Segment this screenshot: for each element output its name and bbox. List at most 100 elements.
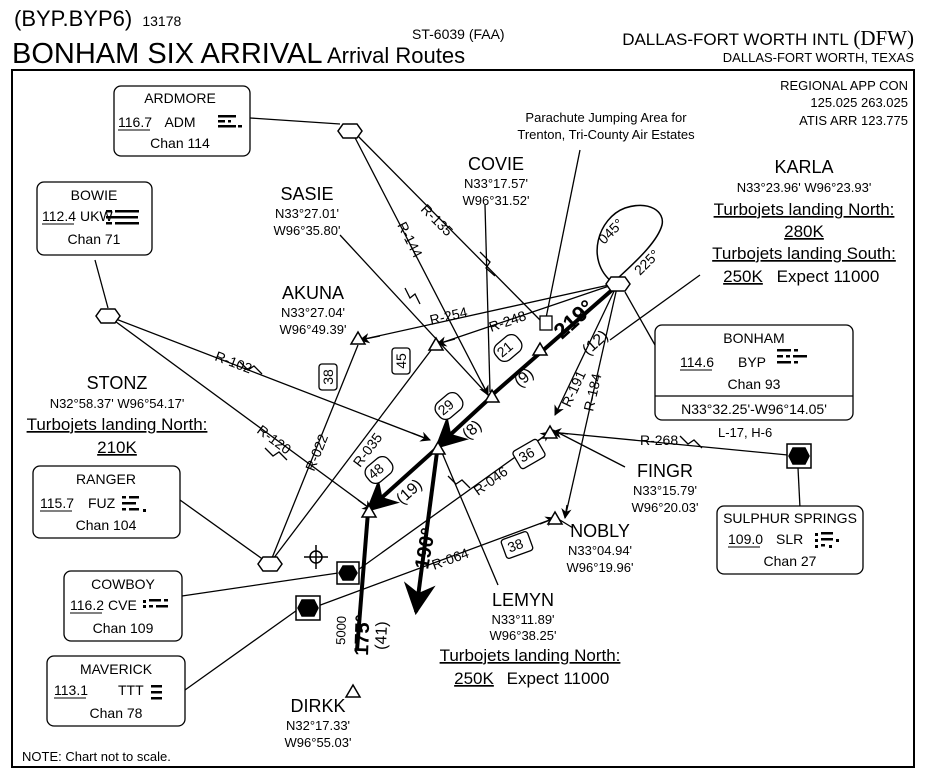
karla-tj-south: Turbojets landing South: (712, 244, 896, 263)
ardmore-freq: 116.7 (118, 114, 152, 130)
fix-sasie-triangle (427, 336, 445, 351)
mea-38a: 38 (320, 369, 336, 385)
cowboy-freq: 116.2 (70, 597, 104, 613)
main-route (355, 288, 614, 651)
line-bowie-box (94, 259, 109, 309)
ranger-name: RANGER (76, 471, 136, 487)
vor-fuz-icon (257, 556, 283, 572)
mea-45: 45 (393, 353, 409, 369)
fix-karla-triangle (483, 388, 501, 403)
chart-id: ST-6039 (FAA) (412, 26, 505, 42)
vor-ukw-icon (95, 308, 121, 324)
stonz-tj-north: Turbojets landing North: (27, 415, 208, 434)
mea-text: 21 29 48 38 45 36 38 (320, 338, 537, 556)
nobly-name: NOBLY (570, 521, 630, 541)
parachute-line1: Parachute Jumping Area for (525, 110, 687, 125)
mea-boxes (318, 333, 546, 559)
bonham-freq: 114.6 (680, 354, 714, 370)
radial-r046: R-046 (470, 463, 510, 498)
cowboy-chan: Chan 109 (93, 620, 154, 636)
lemyn-tj-north: Turbojets landing North: (440, 646, 621, 665)
route-labels: 219° (12) (9) (8) (19) 190° 175° (41) 50… (333, 215, 772, 656)
airport-id: (DFW) (853, 26, 914, 50)
fingr-lon: W96°20.03' (632, 500, 699, 515)
route-lemyn-stonz (365, 446, 439, 513)
sulphur-id: SLR (776, 531, 803, 547)
line-byp-r191 (554, 282, 619, 416)
vor-adm-icon (337, 123, 363, 139)
procedure-title-text: BONHAM SIX ARRIVAL (12, 38, 323, 70)
break-r046 (447, 475, 471, 489)
airport-header: DALLAS-FORT WORTH INTL (DFW) (622, 26, 914, 51)
route-lemyn-south (403, 451, 439, 616)
ardmore-name: ARDMORE (144, 90, 216, 106)
arrow-r191 (554, 404, 564, 416)
line-ttt-r064 (306, 517, 556, 611)
freq-underlines (40, 129, 760, 699)
break-r120 (264, 447, 288, 461)
procedure-code: (BYP.BYP6) 13178 (14, 6, 181, 32)
airport-name: DALLAS-FORT WORTH INTL (622, 30, 849, 49)
break-r102 (239, 361, 263, 375)
fix-akuna-triangle (349, 330, 367, 345)
line-fuz-r022 (269, 344, 359, 564)
arrow-r144 (479, 382, 489, 396)
line-sulphur-box (797, 467, 801, 509)
alt-5000: 5000 (333, 616, 349, 645)
mea-box-38b (500, 531, 534, 559)
line-ukw-r120 (107, 315, 373, 511)
procedure-number: 13178 (142, 13, 182, 29)
mea-box-48 (364, 455, 394, 485)
stonz-coords: N32°58.37' W96°54.17' (50, 396, 185, 411)
arrow-r102 (411, 431, 431, 442)
parachute-text: Parachute Jumping Area for Trenton, Tri-… (517, 110, 695, 142)
chart-note: NOTE: Chart not to scale. (22, 749, 171, 764)
line-maverick-box (184, 607, 301, 691)
maverick-box (46, 655, 186, 727)
arrow-r268 (550, 428, 569, 439)
dist-9: (9) (511, 365, 537, 391)
radial-r144: R-144 (394, 219, 426, 260)
route-arrowheads (357, 333, 572, 527)
morse-ttt-icon (151, 685, 162, 700)
morse-fuz-icon (122, 496, 146, 512)
comms-line1: REGIONAL APP CON (780, 78, 908, 93)
mea-box-38a (318, 363, 338, 391)
karla-spd-south: 250K (723, 267, 763, 286)
vor-byp-icon (605, 276, 631, 292)
airport-city: DALLAS-FORT WORTH, TEXAS (722, 50, 914, 65)
line-ardmore-box (249, 117, 341, 125)
line-byp-r248 (434, 282, 619, 346)
maverick-id: TTT (118, 682, 144, 698)
arrow-r248 (435, 336, 456, 347)
morse-cve-icon (143, 599, 168, 608)
navaid-text: ARDMORE 116.7 ADM Chan 114 BOWIE 112.4 U… (40, 90, 857, 721)
hold-225: 225° (631, 246, 663, 278)
procedure-code-text: (BYP.BYP6) (14, 6, 133, 31)
fix-labels: COVIE N33°17.57' W96°31.52' SASIE N33°27… (27, 154, 896, 750)
fix-dirkk-triangle (344, 683, 362, 698)
mea-38b: 38 (505, 535, 525, 555)
dirkk-name: DIRKK (290, 696, 345, 716)
karla-coords: N33°23.96' W96°23.93' (737, 180, 872, 195)
cowboy-box (63, 570, 183, 642)
morse-glyphs (106, 115, 839, 700)
bowie-name: BOWIE (71, 187, 118, 203)
bowie-freq: 112.4 (42, 208, 76, 224)
vortac-symbols (295, 443, 812, 621)
lemyn-lon: W96°38.25' (490, 628, 557, 643)
fix-nobly-triangle (546, 510, 564, 525)
comms-block: REGIONAL APP CON 125.025 263.025 ATIS AR… (780, 78, 908, 128)
hold-045: 045° (595, 215, 627, 247)
radial-r248: R-248 (487, 307, 528, 335)
karla-tj-north: Turbojets landing North: (714, 200, 895, 219)
karla-name: KARLA (774, 157, 833, 177)
ranger-chan: Chan 104 (76, 517, 137, 533)
nobly-lat: N33°04.94' (568, 543, 632, 558)
fix-covie-triangle (531, 341, 549, 356)
bowie-id: UKW (80, 208, 113, 224)
akuna-lon: W96°49.39' (280, 322, 347, 337)
comms-line2: 125.025 263.025 (810, 95, 908, 110)
akuna-lat: N33°27.04' (281, 305, 345, 320)
